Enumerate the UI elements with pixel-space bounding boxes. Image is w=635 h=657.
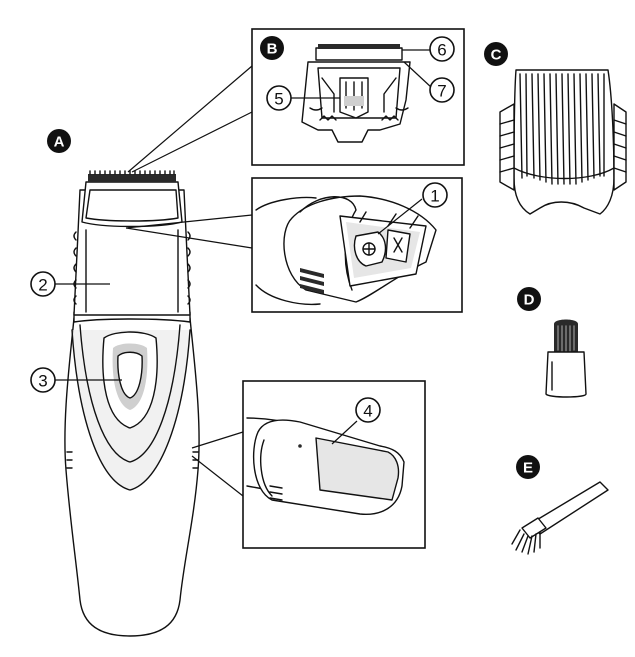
callout-7: 7 [429,77,455,103]
svg-text:A: A [54,134,65,151]
cleaning-brush [511,481,609,555]
svg-text:B: B [267,41,278,58]
callout-4: 4 [355,397,381,423]
svg-text:2: 2 [38,276,47,295]
badge-c: C [484,42,508,66]
oil-bottle [545,319,587,398]
svg-text:1: 1 [430,187,439,206]
callout-2: 2 [30,271,110,297]
callout-5: 5 [266,85,292,111]
svg-text:D: D [524,292,535,309]
badge-b: B [260,36,284,60]
svg-text:E: E [523,460,533,477]
svg-text:4: 4 [363,402,372,421]
svg-text:7: 7 [437,82,446,101]
comb-attachment [499,69,627,215]
blade-detail-box [251,28,465,166]
body-detail-box [242,380,426,549]
svg-text:C: C [491,47,502,64]
callout-1: 1 [422,182,448,208]
badge-e: E [516,455,540,479]
svg-text:3: 3 [38,372,47,391]
svg-text:5: 5 [274,90,283,109]
callout-3: 3 [30,367,122,393]
svg-text:6: 6 [437,41,446,60]
trimmer-main-unit [64,170,200,637]
callout-6: 6 [429,36,455,62]
badge-a: A [47,129,71,153]
badge-d: D [517,287,541,311]
